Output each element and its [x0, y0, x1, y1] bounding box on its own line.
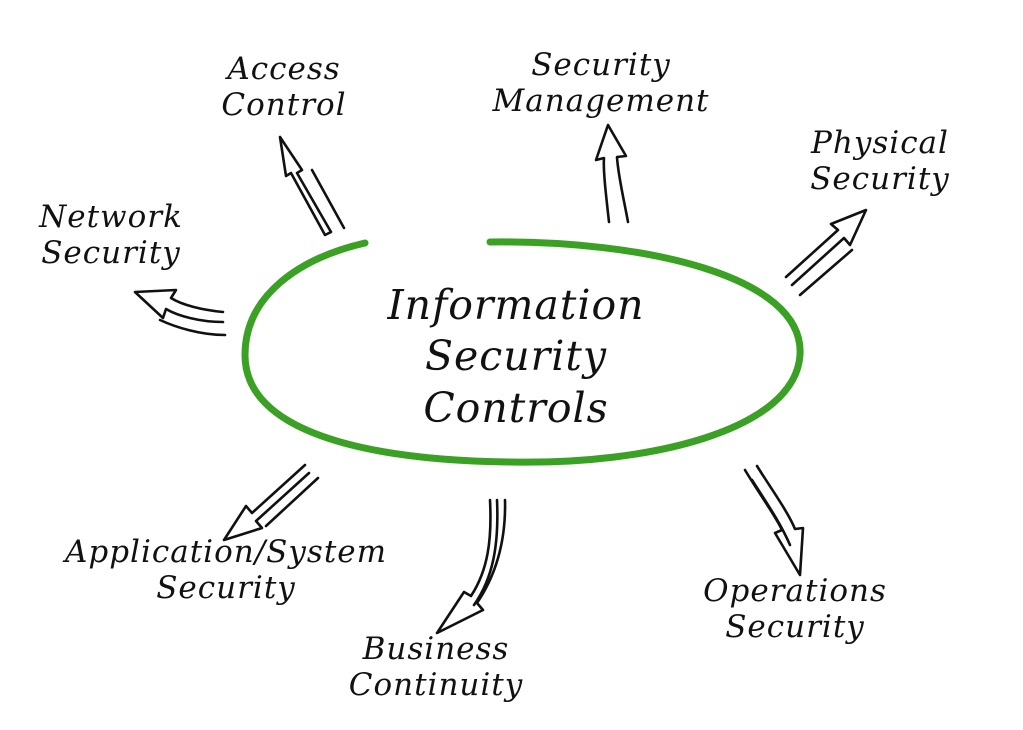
- node-application-security-line-2: Security: [156, 569, 296, 606]
- arrow-to-business-continuity: [435, 498, 507, 635]
- node-network-security: Network Security: [26, 199, 196, 271]
- arrow-to-physical-security-inner: [798, 248, 854, 297]
- node-security-management: Security Management: [466, 47, 736, 119]
- arrow-to-physical-security: [784, 208, 868, 287]
- center-node-line-2: Security: [424, 332, 608, 381]
- node-business-continuity: Business Continuity: [326, 631, 546, 703]
- node-access-control-line-2: Control: [221, 86, 347, 123]
- arrow-to-application-security: [222, 463, 311, 542]
- node-access-control-line-1: Access: [227, 51, 341, 87]
- node-network-security-line-2: Security: [41, 234, 181, 271]
- node-physical-security: Physical Security: [790, 125, 970, 197]
- node-application-security-line-1: Application/System: [64, 534, 388, 570]
- node-operations-security-line-2: Security: [725, 608, 865, 645]
- center-node-line-1: Information: [387, 281, 645, 329]
- arrow-to-network-security: [133, 288, 225, 324]
- arrow-to-business-continuity-inner: [472, 498, 499, 607]
- node-physical-security-line-1: Physical: [811, 125, 949, 161]
- node-operations-security: Operations Security: [680, 573, 910, 645]
- node-security-management-line-1: Security: [531, 47, 671, 83]
- arrow-to-network-security-inner: [158, 318, 227, 337]
- node-access-control: Access Control: [204, 51, 364, 123]
- arrow-to-application-security-inner: [264, 476, 320, 528]
- node-physical-security-line-2: Security: [810, 160, 950, 197]
- arrow-to-access-control-inner: [310, 168, 346, 230]
- center-ellipse: [241, 238, 804, 466]
- arrow-to-operations-security-inner: [750, 478, 792, 547]
- node-security-management-line-2: Management: [492, 82, 710, 119]
- arrow-to-access-control: [278, 135, 333, 237]
- node-business-continuity-line-1: Business: [362, 631, 510, 667]
- center-node-line-3: Controls: [423, 383, 609, 432]
- node-business-continuity-line-2: Continuity: [348, 666, 524, 703]
- center-node-title: Information Security Controls: [326, 280, 706, 434]
- node-application-security: Application/System Security: [36, 534, 416, 606]
- node-network-security-line-1: Network: [39, 199, 183, 235]
- node-operations-security-line-1: Operations: [703, 573, 887, 609]
- arrow-to-security-management: [594, 123, 630, 224]
